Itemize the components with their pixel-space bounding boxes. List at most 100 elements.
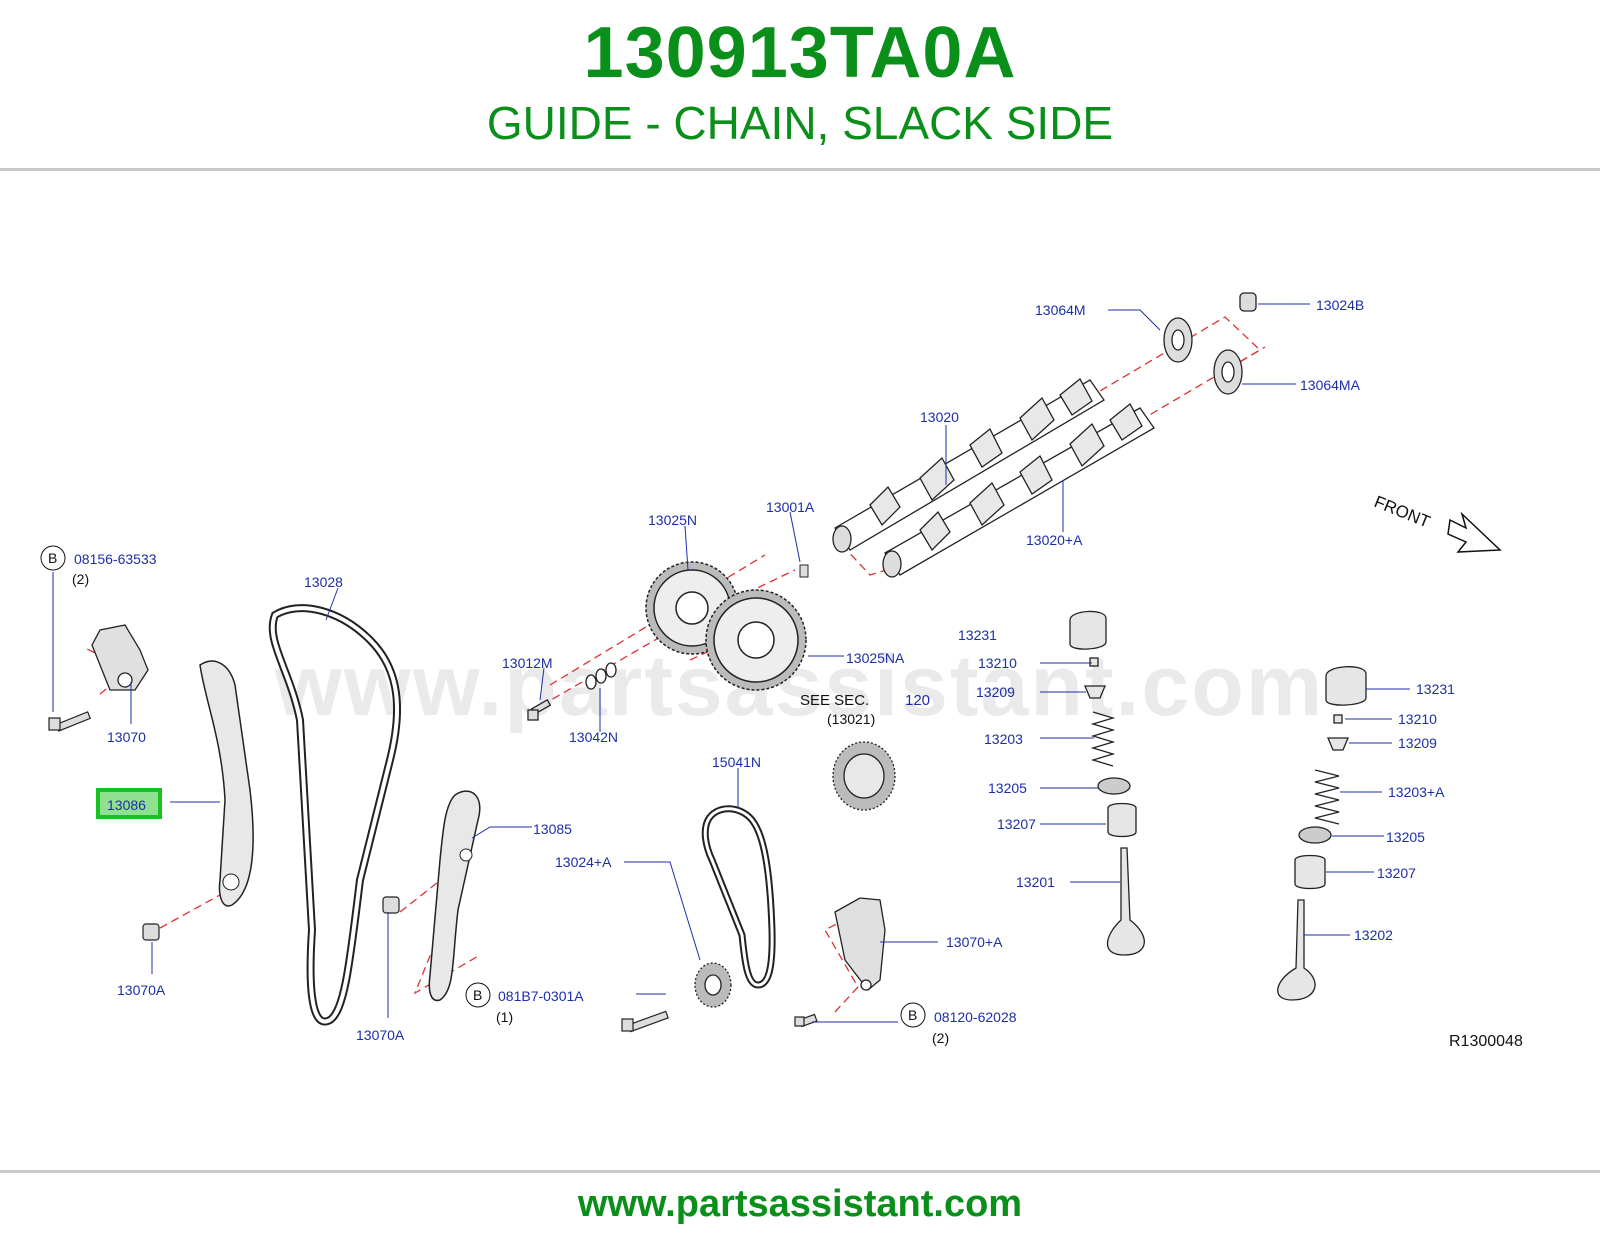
retainer-13209-right [1327,737,1349,751]
sprocket-13024a [694,962,732,1008]
label-13207-right[interactable]: 13207 [1377,865,1416,881]
label-13025n[interactable]: 13025N [648,512,697,528]
label-13209-right[interactable]: 13209 [1398,735,1437,751]
label-13042n[interactable]: 13042N [569,729,618,745]
part-labels: 13064M 13024B 13064MA 13020 13020+A 1300… [72,297,1455,1046]
tension-guide-hole [459,848,473,862]
part-13064m [1163,317,1193,363]
label-13020[interactable]: 13020 [920,409,959,425]
label-08156-63533[interactable]: 08156-63533 [74,551,157,567]
keeper-13210-right [1333,714,1343,724]
seat-13205-right [1298,826,1332,844]
oil-pump-chain-inner [703,807,774,987]
footer-divider [0,1170,1600,1173]
seal-13207-left [1107,802,1137,838]
camshaft-13020a [882,403,1155,578]
see-sec-subpart: (13021) [827,711,875,727]
footer-url[interactable]: www.partsassistant.com [577,1183,1023,1225]
label-13024a[interactable]: 13024+A [555,854,612,870]
label-13070a-plus[interactable]: 13070+A [946,934,1003,950]
label-13012m[interactable]: 13012M [502,655,553,671]
lifter-13231-right [1325,666,1367,706]
leader-lines [52,303,1410,1023]
label-13064m[interactable]: 13064M [1035,302,1086,318]
label-13201[interactable]: 13201 [1016,874,1055,890]
bolt-marker-b-1-label: B [48,550,57,566]
highlight-box-13086[interactable] [96,788,162,819]
keeper-13210-left [1089,657,1099,667]
seat-13205-left [1097,777,1131,795]
sprocket-13025na [705,589,807,691]
diagram-ref-code: R1300048 [1449,1033,1523,1050]
chain-guide-13086 [199,660,254,907]
timing-chain-inner [270,606,400,1024]
label-13231-left[interactable]: 13231 [958,627,997,643]
label-13070a-left[interactable]: 13070A [117,982,166,998]
label-13203a[interactable]: 13203+A [1388,784,1445,800]
label-13202[interactable]: 13202 [1354,927,1393,943]
label-13203[interactable]: 13203 [984,731,1023,747]
seal-13207-right [1294,854,1326,890]
oil-pump-chain-15041n [701,805,776,989]
pin-13070a-right [382,896,400,914]
bolt-081b7-0301a [621,1010,669,1033]
bolt-marker-b-2-label: B [473,987,482,1003]
label-13205-right[interactable]: 13205 [1386,829,1425,845]
label-13207-left[interactable]: 13207 [997,816,1036,832]
label-08120-62028[interactable]: 08120-62028 [934,1009,1017,1025]
bolt-08156-63533 [48,711,92,732]
label-13064ma[interactable]: 13064MA [1300,377,1361,393]
tension-guide-13085 [428,790,481,1002]
part-name-subtitle: GUIDE - CHAIN, SLACK SIDE [486,97,1114,149]
part-number-title: 130913TA0A [583,13,1017,93]
bolt-marker-b-1: B [40,545,66,571]
label-13070[interactable]: 13070 [107,729,146,745]
part-13012m [527,699,552,721]
qty-081b7-0301a: (1) [496,1009,513,1025]
part-13064ma [1213,349,1243,395]
tensioner-13070a-plus [834,897,886,991]
label-13028[interactable]: 13028 [304,574,343,590]
guide-pivot-hole [222,873,240,891]
camshaft-13020 [832,378,1105,553]
label-13210-right[interactable]: 13210 [1398,711,1437,727]
label-13001a[interactable]: 13001A [766,499,815,515]
label-13070a-right[interactable]: 13070A [356,1027,405,1043]
part-13042n [585,662,617,690]
label-13210-left[interactable]: 13210 [978,655,1017,671]
lifter-13231-left [1069,610,1107,650]
front-arrow-icon [1447,511,1502,553]
label-13086[interactable]: 13086 [107,797,146,813]
label-13020a[interactable]: 13020+A [1026,532,1083,548]
label-13231-right[interactable]: 13231 [1416,681,1455,697]
qty-08156-63533: (2) [72,571,89,587]
header-divider [0,168,1600,171]
part-13024b [1239,292,1257,312]
label-15041n[interactable]: 15041N [712,754,761,770]
gear-13021 [832,741,896,811]
label-13205-left[interactable]: 13205 [988,780,1027,796]
see-sec-note: SEE SEC. [800,692,869,709]
label-13085[interactable]: 13085 [533,821,572,837]
label-13024b[interactable]: 13024B [1316,297,1364,313]
label-081b7-0301a[interactable]: 081B7-0301A [498,988,584,1004]
label-13209-left[interactable]: 13209 [976,684,1015,700]
bolt-08120-62028 [794,1013,818,1028]
front-label: FRONT [1372,492,1433,532]
pin-13070a-left [142,923,160,941]
part-13001a [799,564,809,578]
bolt-marker-b-2: B [465,982,491,1008]
spring-13203a-right [1314,769,1340,825]
label-13025na[interactable]: 13025NA [846,650,905,666]
spring-13203-left [1090,711,1116,767]
qty-08120-62028: (2) [932,1030,949,1046]
bolt-marker-b-3-label: B [908,1007,917,1023]
valve-train-right [1277,666,1367,1001]
retainer-13209-left [1084,685,1106,699]
see-sec-number[interactable]: 120 [905,692,930,709]
valve-13201 [1106,847,1145,956]
bolt-marker-b-3: B [900,1002,926,1028]
valve-13202 [1277,899,1316,1001]
valve-train-left [1069,610,1145,956]
